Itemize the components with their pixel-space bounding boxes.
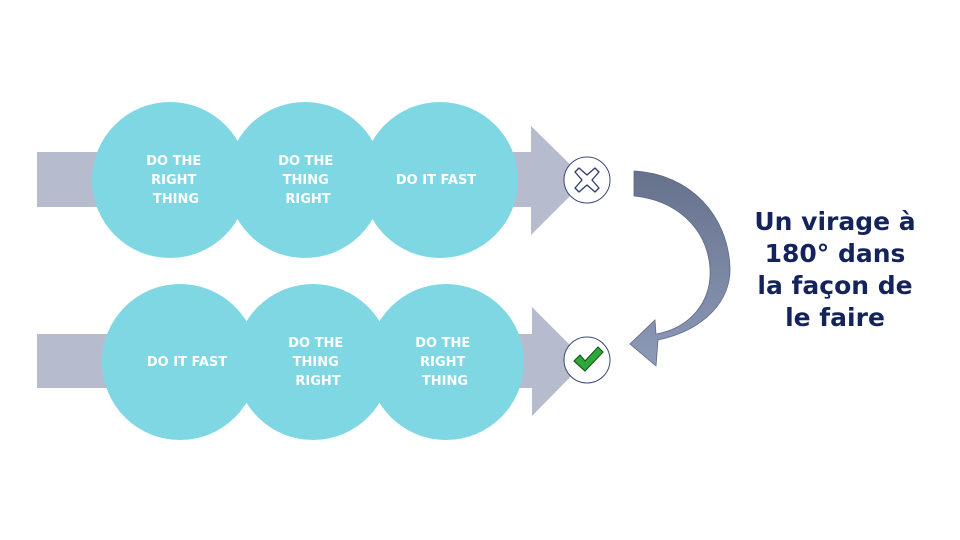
side-caption: Un virage à 180° dans la façon de le fai… [742, 206, 928, 334]
step-label: DO THE THING RIGHT [278, 154, 338, 207]
step-circle [102, 284, 258, 440]
side-caption-line: le faire [785, 303, 885, 332]
step-circle [235, 284, 391, 440]
row-arrow-head [532, 307, 586, 416]
step-label: DO THE RIGHT THING [146, 154, 206, 207]
step-label: DO IT FAST [147, 355, 227, 370]
step-circle [92, 102, 248, 258]
step-circle [227, 102, 383, 258]
cross-icon [563, 156, 611, 204]
step-label: DO THE RIGHT THING [415, 336, 475, 389]
step-circle [362, 102, 518, 258]
row-arrow-head [531, 126, 586, 235]
row-right-order: DO IT FAST DO THE THING RIGHT DO THE RIG… [37, 284, 611, 440]
side-caption-line: 180° dans [764, 239, 906, 268]
step-label: DO IT FAST [396, 173, 476, 188]
side-caption-line: la façon de [757, 271, 913, 300]
u-turn-arrow-icon [629, 170, 731, 367]
step-label: DO THE THING RIGHT [288, 336, 348, 389]
check-icon [563, 336, 611, 384]
step-circle [368, 284, 524, 440]
row-wrong-order: DO THE RIGHT THING DO THE THING RIGHT DO… [37, 102, 611, 258]
side-caption-line: Un virage à [754, 207, 916, 236]
